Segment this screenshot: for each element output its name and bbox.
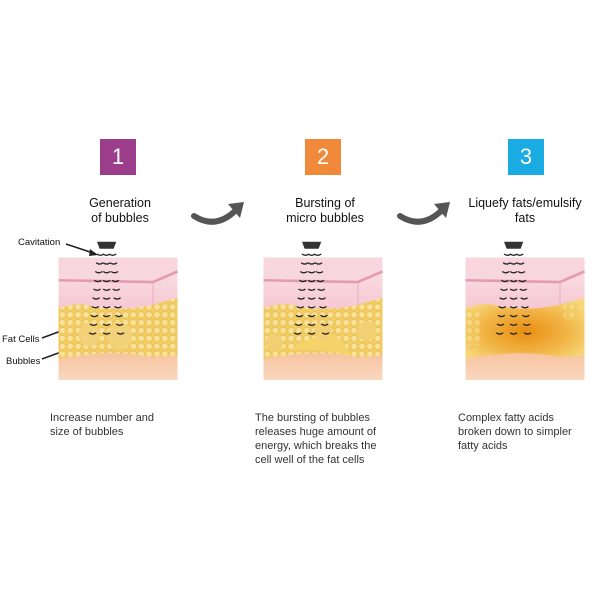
step-3-title-line1: Liquefy fats/emulsify [468, 196, 582, 210]
step-2-description-line: cell well of the fat cells [255, 454, 365, 466]
step-2-title: Bursting of micro bubbles [265, 196, 385, 226]
skin-cross-section-illustration-2 [263, 241, 384, 380]
step-1-number-badge: 1 [100, 139, 136, 175]
step-3-number-badge: 3 [508, 139, 544, 175]
step-1-description: Increase number and size of bubbles [50, 411, 190, 439]
skin-cross-section-illustration-1 [58, 241, 179, 380]
step-3-description-line: fatty acids [458, 440, 508, 452]
step-2-title-line2: micro bubbles [286, 211, 364, 225]
step-3-title: Liquefy fats/emulsify fats [460, 196, 590, 226]
step-1-description-line: Increase number and [50, 412, 154, 424]
step-1-title-line2: of bubbles [91, 211, 149, 225]
step-3-description-line: broken down to simpler [458, 426, 572, 438]
step-2-title-line1: Bursting of [295, 196, 355, 210]
curved-arrow-right-icon [397, 202, 450, 225]
step-2-description: The bursting of bubbles releases huge am… [255, 411, 405, 467]
skin-cross-section-illustration-3 [465, 241, 586, 380]
cavitation-pointer-arrow-icon [65, 243, 98, 256]
step-3-description-line: Complex fatty acids [458, 412, 554, 424]
step-3-description: Complex fatty acids broken down to simpl… [458, 411, 598, 453]
ultrasound-transducer-icon [504, 241, 524, 249]
bubbles-label: Bubbles [6, 356, 41, 367]
cavitation-label: Cavitation [18, 237, 61, 248]
step-1-title: Generation of bubbles [60, 196, 180, 226]
step-2-description-line: releases huge amount of [255, 426, 377, 438]
step-2-description-line: The bursting of bubbles [255, 412, 370, 424]
ultrasound-transducer-icon [97, 241, 117, 249]
step-2-description-line: energy, which breaks the [255, 440, 377, 452]
step-1-title-line1: Generation [89, 196, 151, 210]
step-2-number-badge: 2 [305, 139, 341, 175]
step-3-title-line2: fats [514, 211, 536, 225]
curved-arrow-right-icon [191, 202, 244, 225]
fat-cells-label: Fat Cells [2, 334, 40, 345]
ultrasound-transducer-icon [302, 241, 322, 249]
step-1-description-line: size of bubbles [50, 426, 124, 438]
